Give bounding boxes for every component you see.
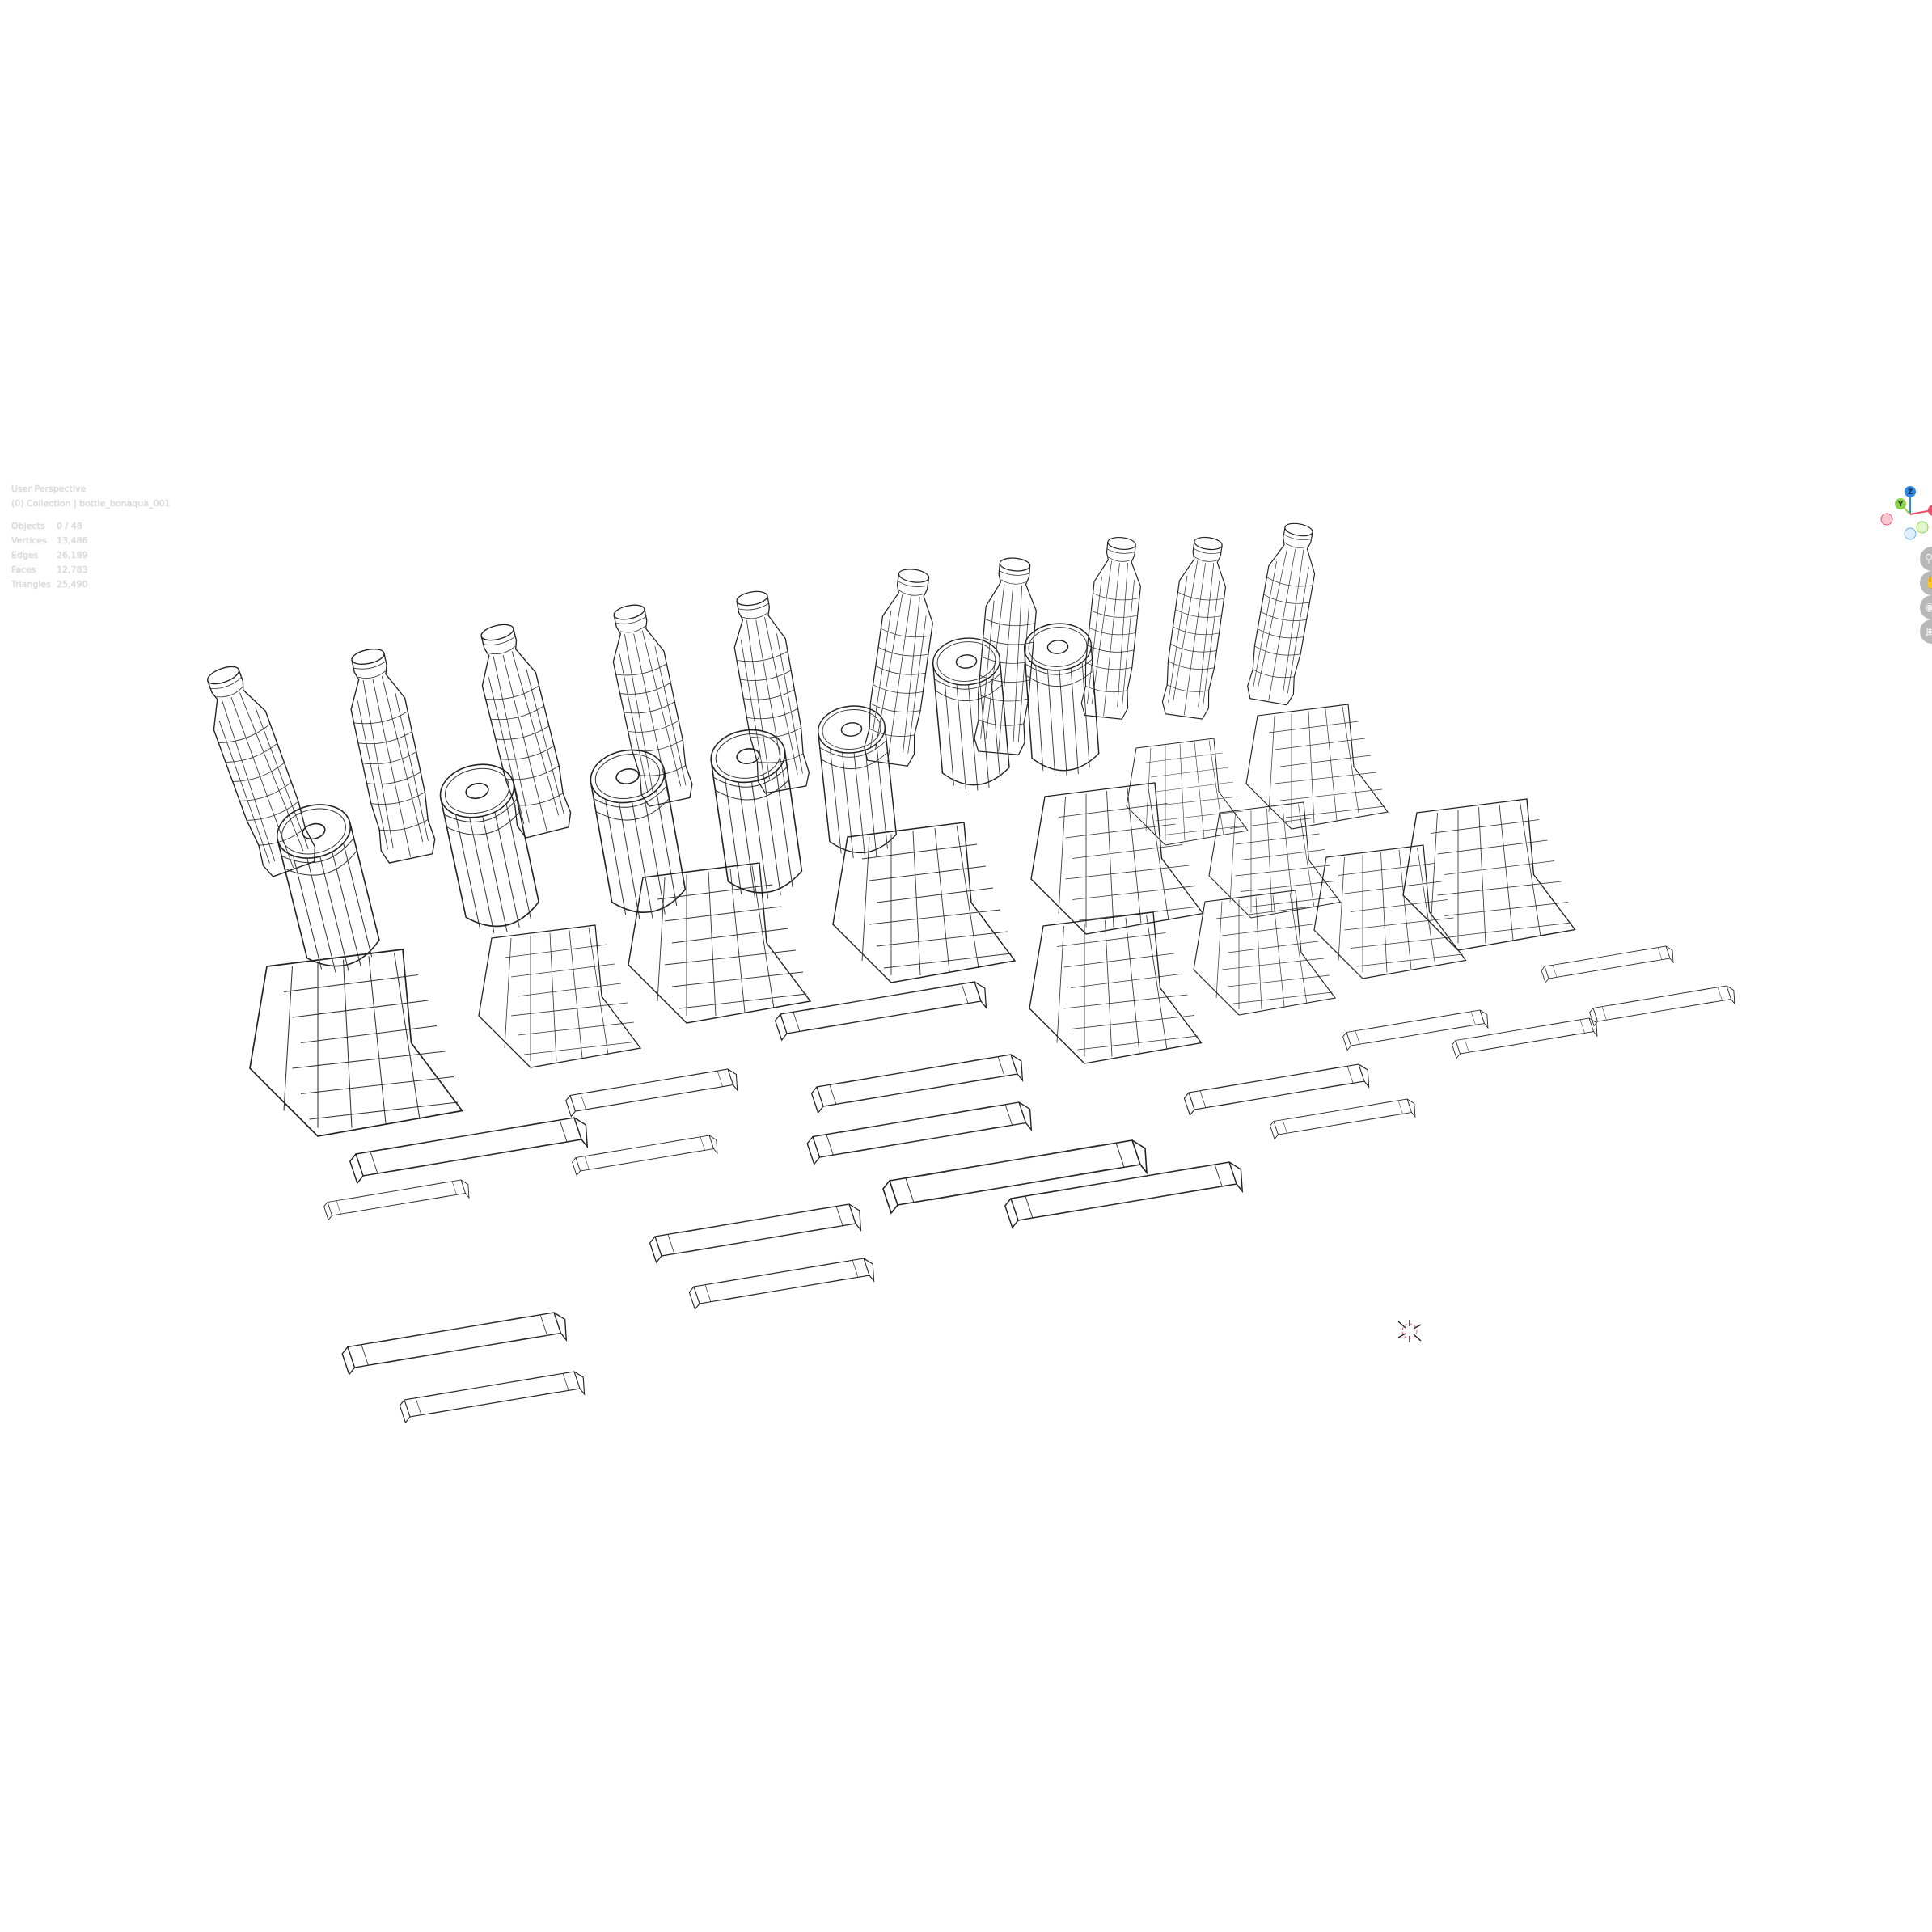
hand-icon: ✋ [1925,577,1932,590]
svg-text:Y: Y [1897,501,1904,509]
stat-value: 26,189 [57,550,88,560]
magnifier-icon: ⚲ [1925,552,1932,565]
gizmo-z-axis [1905,486,1916,497]
gizmo-y-axis [1895,498,1906,509]
3d-cursor [1397,1320,1422,1342]
pan-button[interactable]: ✋ [1920,571,1932,595]
gizmo-x-axis [1928,505,1932,516]
stat-value: 13,486 [57,535,88,546]
collection-line: (0) Collection | bottle_bonaqua_001 [11,498,171,509]
svg-text:Z: Z [1908,488,1913,497]
gizmo-neg-y [1916,521,1929,534]
viewport-info-overlay: User Perspective (0) Collection | bottle… [11,482,170,592]
stat-label: Vertices [11,535,47,546]
camera-view-button[interactable]: ◉ [1920,595,1932,619]
stat-value: 0 / 48 [57,521,82,531]
stat-label: Triangles [11,579,51,590]
grid-icon: ▦ [1925,625,1932,638]
projection-toggle-button[interactable]: ▦ [1920,619,1932,644]
navigation-gizmo[interactable]: Z Y [1876,484,1932,548]
zoom-button[interactable]: ⚲ [1920,547,1932,571]
gizmo-neg-x [1880,513,1893,526]
stat-value: 25,490 [57,579,88,590]
viewport-nav-buttons: ⚲ ✋ ◉ ▦ [1920,547,1932,644]
gizmo-neg-z [1904,527,1917,540]
stat-label: Objects [11,521,45,531]
stat-label: Faces [11,564,36,575]
stat-value: 12,783 [57,564,88,575]
scene-statistics: Objects 0 / 48 Vertices 13,486 Edges 26,… [11,519,170,592]
view-name: User Perspective [11,484,87,494]
camera-icon: ◉ [1925,601,1932,614]
stat-label: Edges [11,550,39,560]
